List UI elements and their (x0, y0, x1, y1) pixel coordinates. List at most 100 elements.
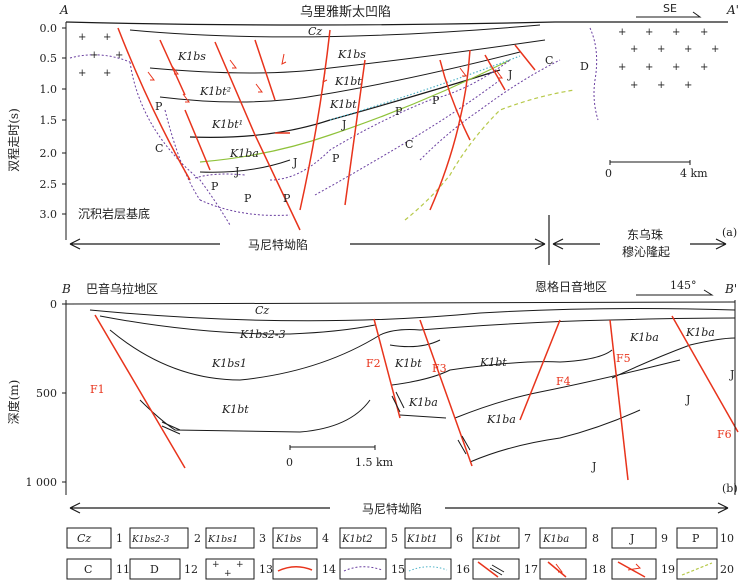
label-p-2: P (211, 180, 219, 193)
panel-b-left-arrow (69, 502, 330, 514)
fault-label-f3: F3 (432, 362, 447, 375)
legend-label-3: K1bs1 (207, 534, 238, 545)
svg-text:+: + (645, 27, 653, 38)
fault-f5 (609, 319, 629, 481)
panel-b-left-area: 巴音乌拉地区 (86, 281, 158, 296)
panel-a-right-arrow-l (552, 238, 600, 250)
svg-text:+: + (236, 560, 244, 570)
a-tick-2: 1.0 (40, 83, 58, 96)
panel-b-left-letter: B (61, 282, 71, 296)
panel-a-left-arrow (69, 238, 220, 250)
svg-text:+: + (103, 32, 111, 43)
legend-num-6: 6 (456, 532, 463, 545)
panel-b-fault-arrows (161, 391, 471, 455)
svg-text:+: + (630, 80, 638, 91)
legend-num-12: 12 (184, 563, 198, 576)
a-scale-0: 0 (605, 167, 612, 180)
legend-label-6: K1bt1 (406, 534, 438, 545)
label-k1bs-2: K1bs (337, 48, 366, 61)
panel-a-surface (65, 21, 728, 26)
b-label-k1ba-2: K1ba (486, 413, 516, 426)
legend-num-3: 3 (259, 532, 266, 545)
b-label-k1bt-1: K1bt (221, 403, 249, 416)
panel-a-mid-arrow (350, 238, 546, 250)
svg-text:+: + (684, 44, 692, 55)
a-tick-3: 1.5 (40, 114, 58, 127)
label-c-3: C (545, 54, 553, 67)
horizon-bt2 (159, 51, 521, 103)
panel-b-right-area: 恩格日音地区 (535, 279, 607, 294)
label-p-3: P (244, 192, 252, 205)
panel-a-litho-labels: J J J J P P P P P P P C C C D (155, 54, 589, 205)
panel-b-y-ticks: 0 500 1 000 (26, 298, 66, 489)
panel-b-unit-labels: Cz K1bs2-3 K1bs1 K1bt K1bt K1bt K1ba K1b… (211, 304, 715, 426)
legend-num-17: 17 (524, 563, 538, 576)
fault-label-f6: F6 (717, 428, 732, 441)
b-label-k1bs23: K1bs2-3 (239, 328, 286, 341)
label-c-1: C (155, 142, 163, 155)
b-label-j-1: J (591, 460, 596, 473)
panel-a-right-arrow-r (690, 238, 727, 250)
label-p-7: P (432, 94, 440, 107)
b-tick-2: 1 000 (26, 476, 58, 489)
panel-b-horizons (65, 301, 736, 463)
panel-b: B 巴音乌拉地区 恩格日音地区 145° B' 深度(m) 0 500 1 00… (6, 279, 739, 516)
b-label-k1ba-3: K1ba (629, 331, 659, 344)
fault-label-f2: F2 (366, 357, 381, 370)
legend-item-18: 18 (539, 558, 606, 580)
legend-num-8: 8 (592, 532, 599, 545)
legend-item-12: D 12 (129, 558, 198, 580)
legend-item-15: 15 (339, 558, 405, 580)
legend-num-1: 1 (116, 532, 123, 545)
panel-a: A A' 乌里雅斯太凹陷 SE 双程走时(s) 0.0 0.5 1.0 1.5 … (6, 2, 739, 265)
label-j-4: J (507, 68, 512, 81)
legend-label-10: P (692, 532, 700, 545)
b-scale-0: 0 (286, 456, 293, 469)
panel-a-orientation-arrow (636, 11, 702, 18)
horizon-k1ba-base (199, 159, 291, 173)
panel-a-y-ticks: 0.0 0.5 1.0 1.5 2.0 2.5 3.0 (40, 22, 66, 221)
svg-text:+: + (224, 569, 232, 579)
label-j-1: J (234, 165, 239, 178)
b-label-k1bt-3: K1bt (479, 356, 507, 369)
b-label-k1ba-4: K1ba (685, 326, 715, 339)
b-label-j-3: J (729, 368, 734, 381)
legend-item-7: K1bt 7 (472, 527, 531, 549)
legend-label-12: D (150, 563, 159, 576)
label-k1bt2: K1bt² (199, 85, 231, 98)
b-label-j-2: J (685, 393, 690, 406)
panel-a-bottom-right-label-2: 穆沁隆起 (622, 244, 670, 259)
horizon-cyan-dot (329, 55, 521, 121)
svg-text:+: + (657, 44, 665, 55)
legend-label-2: K1bs2-3 (131, 535, 170, 545)
fault-f1 (94, 314, 186, 469)
panel-a-bottom-left-label: 马尼特坳陷 (248, 237, 308, 252)
legend-num-19: 19 (661, 563, 675, 576)
label-p-4: P (283, 192, 291, 205)
panel-b-faults (94, 314, 739, 481)
a-tick-5: 2.5 (40, 178, 58, 191)
horizon-bs (149, 39, 546, 74)
panel-b-bottom-label: 马尼特坳陷 (362, 501, 422, 516)
legend-label-4: K1bs (275, 534, 301, 545)
horizon-cz-base (129, 24, 541, 38)
panel-b-right-arrow (445, 502, 729, 514)
panel-b-scale-bar: 0 1.5 km (286, 445, 394, 469)
panel-a-granite-left: ++ ++ ++ (78, 32, 123, 79)
a-scale-1: 4 km (680, 167, 708, 180)
legend-item-3: K1bs1 3 (205, 527, 266, 549)
legend-item-14: 14 (272, 558, 336, 580)
legend-label-9: J (629, 532, 634, 545)
legend-label-7: K1bt (475, 534, 501, 545)
svg-text:+: + (78, 68, 86, 79)
fault-label-f4: F4 (556, 375, 571, 388)
b-tick-0: 0 (50, 298, 57, 311)
legend-num-18: 18 (592, 563, 606, 576)
panel-a-faults (117, 27, 536, 231)
legend-num-7: 7 (524, 532, 531, 545)
label-p-5: P (332, 152, 340, 165)
b-scale-1: 1.5 km (355, 456, 394, 469)
legend-item-16: 16 (404, 558, 470, 580)
